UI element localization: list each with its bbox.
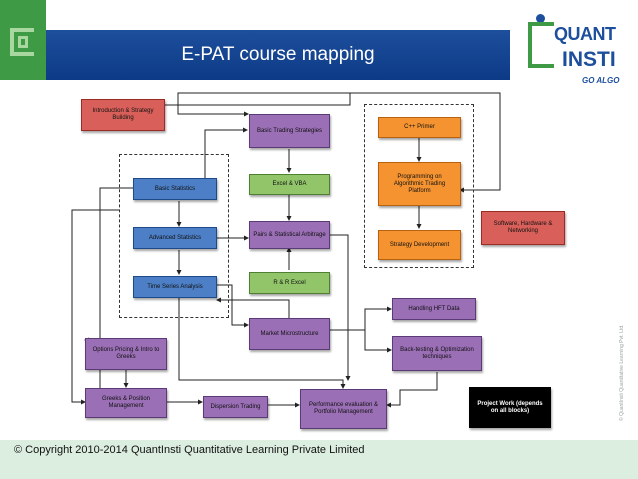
node-r-excel: R & R Excel <box>249 272 330 294</box>
node-options-pricing: Options Pricing & Intro to Greeks <box>85 338 167 370</box>
left-brand-strip <box>0 0 46 80</box>
logo-dot-icon <box>536 14 545 23</box>
logo-word-insti: INSTI <box>562 48 616 71</box>
page-title: E-PAT course mapping <box>181 44 375 65</box>
node-performance-evaluation: Performance evaluation & Portfolio Manag… <box>300 389 387 429</box>
node-intro-strategy: Introduction & Strategy Building <box>81 99 165 131</box>
bottom-band <box>0 440 638 479</box>
node-advanced-statistics: Advanced Statistics <box>133 227 217 249</box>
arrow-tsa-to-performance <box>178 298 346 389</box>
logo-tagline: GO ALGO <box>582 76 620 85</box>
node-time-series: Time Series Analysis <box>133 276 217 298</box>
node-basic-trading: Basic Trading Strategies <box>249 114 330 148</box>
node-excel-vba: Excel & VBA <box>249 174 330 195</box>
copyright-notice: © Copyright 2010-2014 QuantInsti Quantit… <box>14 444 365 456</box>
node-dispersion-trading: Dispersion Trading <box>203 396 268 418</box>
node-cpp-primer: C++ Primer <box>378 117 461 138</box>
node-project-work: Project Work (depends on all blocks) <box>469 387 551 428</box>
arrow-pairs-to-performance <box>330 234 351 381</box>
node-strategy-development: Strategy Development <box>378 230 461 260</box>
brand-mark-inner-icon <box>18 36 28 48</box>
brand-mark-icon <box>10 28 34 56</box>
node-market-microstructure: Market Microstructure <box>249 318 330 350</box>
arrow-backtest-to-performance <box>386 372 438 408</box>
programming-group-frame <box>364 104 474 268</box>
node-backtesting: Back-testing & Optimization techniques <box>392 336 482 371</box>
logo-bracket-icon <box>528 22 554 68</box>
arrow-top-to-strategy <box>350 92 501 193</box>
node-handling-hft: Handling HFT Data <box>392 298 476 320</box>
arrow-market-to-backtest <box>364 330 392 353</box>
quantinsti-logo: QUANT INSTI GO ALGO <box>522 8 634 90</box>
node-software-hardware: Software, Hardware & Networking <box>481 211 565 245</box>
node-programming-platform: Programming on Algorithmic Trading Platf… <box>378 162 461 206</box>
stats-group-frame <box>119 154 229 318</box>
logo-word-quant: QUANT <box>554 24 616 44</box>
title-banner: E-PAT course mapping <box>46 30 510 80</box>
node-pairs-arbitrage: Pairs & Statistical Arbitrage <box>249 221 330 249</box>
node-basic-statistics: Basic Statistics <box>133 178 217 200</box>
arrow-left-to-greeks <box>71 209 120 405</box>
node-greeks-position: Greeks & Position Management <box>85 388 167 418</box>
arrow-tsa-to-market <box>217 284 249 328</box>
arrow-market-to-hft <box>330 306 392 331</box>
arrow-market-tsa <box>216 297 290 320</box>
